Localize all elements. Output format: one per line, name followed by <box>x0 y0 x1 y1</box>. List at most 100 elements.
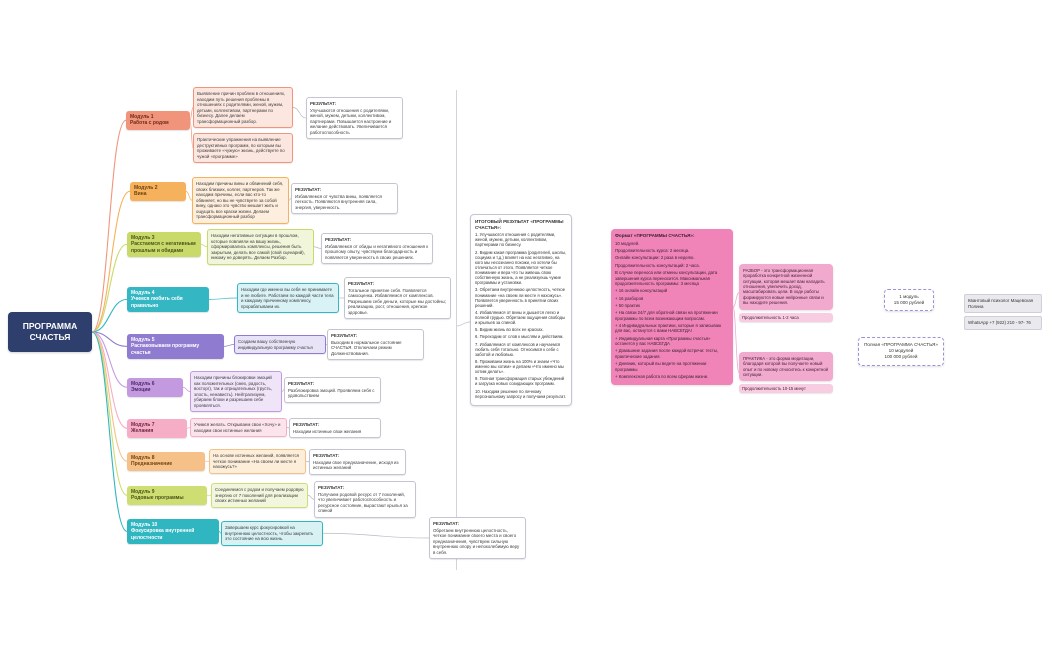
list-line: 5. Видим жизнь во всех ее красках. <box>475 327 544 333</box>
module-7-number: Модуль 7 <box>131 422 155 428</box>
module-7-description[interactable]: Учимся желать. Открываем свои «Хочу» и н… <box>190 418 287 437</box>
list-line: 8. Проживаем жизнь на 100% и знаем «Что … <box>475 358 564 375</box>
module-1-result-text: Улучшаются отношения с родителями, женой… <box>310 107 392 135</box>
connector-line <box>182 386 191 392</box>
connector-line <box>208 297 238 300</box>
module-5-description[interactable]: Создаем вашу собственную индивидуальную … <box>234 335 326 354</box>
module-10-description[interactable]: Завершаем курс фокусировкой на внутренню… <box>221 521 323 546</box>
module-3-number: Модуль 3 <box>131 235 155 241</box>
module-10-result[interactable]: РЕЗУЛЬТАТ: Обретаем внутреннюю целостнос… <box>429 517 526 559</box>
root-node[interactable]: ПРОГРАММА СЧАСТЬЯ <box>8 312 92 352</box>
module-10-topic: Фокусировка внутренней целостности <box>131 528 195 541</box>
module-5-result[interactable]: РЕЗУЛЬТАТ: Выходим в нормальное состояни… <box>327 329 424 360</box>
module-8-description[interactable]: На основе истинных желаний, появляется ч… <box>209 449 306 474</box>
praktika-card[interactable]: ПРАКТИКА - это форма медитации, благодар… <box>739 352 833 382</box>
module-5-number: Модуль 5 <box>131 337 155 343</box>
module-6-node[interactable]: Модуль 6 Эмоции <box>127 378 183 397</box>
module-8-number: Модуль 8 <box>131 455 155 461</box>
contact-name-card[interactable]: Квантовый психолог Мацевская Полина <box>964 294 1042 314</box>
module-9-result-text: Получаем родовой ресурс от 7 поколений, … <box>318 491 408 514</box>
list-line: Онлайн консультации: 2 раза в неделю. <box>615 255 695 261</box>
module-6-description[interactable]: Находим причины блокировки эмоций как по… <box>190 371 282 412</box>
price-full-modules: 10 модулей <box>888 348 914 354</box>
module-2-node[interactable]: Модуль 2 Вина <box>130 182 186 201</box>
connector-line <box>91 331 128 462</box>
praktika-duration-chip[interactable]: Продолжительность 10-15 минут <box>739 384 833 394</box>
module-2-result[interactable]: РЕЗУЛЬТАТ: Избавляемся от чувства вины, … <box>291 183 398 214</box>
contact-whatsapp-card[interactable]: WhatsApp +7 (922) 210 - 97- 76 <box>964 316 1042 331</box>
module-1-description-2[interactable]: Практические упражнения на выявление дес… <box>193 133 293 163</box>
module-8-node[interactable]: Модуль 8 Предназначение <box>127 452 205 471</box>
module-1-result[interactable]: РЕЗУЛЬТАТ: Улучшаются отношения с родите… <box>306 97 403 139</box>
price-full-amount: 100 000 рублей <box>884 354 918 360</box>
list-line: Продолжительность курса: 2 месяца. <box>615 248 690 254</box>
module-3-node[interactable]: Модуль 3 Расстаемся с негативным прошлым… <box>127 232 201 257</box>
list-line: 7. Избавляемся от комплексов и научаемся… <box>475 341 561 357</box>
list-line: 6. Переходим от слов к мыслям и действия… <box>475 334 564 340</box>
connector-line <box>91 331 128 429</box>
module-1-node[interactable]: Модуль 1 Работа с родом <box>126 111 190 130</box>
root-title: ПРОГРАММА СЧАСТЬЯ <box>22 321 78 342</box>
module-1-number: Модуль 1 <box>130 114 154 120</box>
module-6-result-text: Разблокировка эмоций. Проявляем себя с у… <box>288 387 375 399</box>
list-line: Продолжительность консультаций: 2 часа. <box>615 262 700 268</box>
final-result-card[interactable]: ИТОГОВЫЙ РЕЗУЛЬТАТ «ПРОГРАММЫ СЧАСТЬЯ»: … <box>470 214 572 406</box>
bracket-to-final-connector <box>456 321 471 327</box>
result-label: РЕЗУЛЬТАТ: <box>295 187 322 192</box>
list-line: 10. Находим решение по личному персональ… <box>475 388 566 399</box>
module-4-result[interactable]: РЕЗУЛЬТАТ: Тотальное принятие себя. Появ… <box>344 277 451 319</box>
praktika-group: ПРАКТИКА - это форма медитации, благодар… <box>739 352 833 394</box>
module-7-node[interactable]: Модуль 7 Желания <box>127 419 187 438</box>
razbor-group: РАЗБОР - это трансформационная проработк… <box>739 264 833 322</box>
format-title: Формат «ПРОГРАММЫ СЧАСТЬЯ»: <box>615 233 695 238</box>
razbor-card[interactable]: РАЗБОР - это трансформационная проработк… <box>739 264 833 310</box>
format-card[interactable]: Формат «ПРОГРАММЫ СЧАСТЬЯ»: 10 модулей. П… <box>611 229 733 386</box>
module-8-result[interactable]: РЕЗУЛЬТАТ: Находим свое предназначение, … <box>309 449 406 475</box>
razbor-duration-chip[interactable]: Продолжительность 1-2 часа <box>739 312 833 322</box>
module-9-description[interactable]: Соединяемся с родом и получаем родовую э… <box>211 483 308 508</box>
connector-line <box>91 331 128 532</box>
result-label: РЕЗУЛЬТАТ: <box>313 453 340 458</box>
module-9-topic: Родовые программы <box>131 495 184 502</box>
module-9-result[interactable]: РЕЗУЛЬТАТ: Получаем родовой ресурс от 7 … <box>314 481 416 518</box>
module-4-description[interactable]: Находим где именно вы себя не принимаете… <box>237 283 339 313</box>
module-3-description[interactable]: Находим негативные ситуации в прошлом, к… <box>207 229 314 265</box>
price-full-title: Полная «ПРОГРАММА СЧАСТЬЯ» <box>864 342 938 347</box>
connector-line <box>292 107 307 119</box>
connector-line <box>322 532 430 539</box>
module-6-number: Модуль 6 <box>131 381 155 387</box>
connector-line <box>223 344 235 347</box>
price-single-amount: 15 000 рублей <box>893 300 925 306</box>
module-1-description[interactable]: Выявление причин проблем в отношениях, н… <box>193 87 293 128</box>
list-line: + Домашние задания после каждой встречи:… <box>615 348 719 359</box>
result-label: РЕЗУЛЬТАТ: <box>318 485 345 490</box>
price-full-card[interactable]: Полная «ПРОГРАММА СЧАСТЬЯ» 10 модулей 10… <box>858 337 944 366</box>
module-3-result[interactable]: РЕЗУЛЬТАТ: Избавляемся от обиды и негати… <box>321 233 433 264</box>
module-1-topic: Работа с родом <box>130 120 169 127</box>
connector-line <box>313 246 322 249</box>
connector-line <box>91 119 127 333</box>
module-2-description[interactable]: Находим причины вины и обвинений себя, с… <box>192 177 289 224</box>
result-label: РЕЗУЛЬТАТ: <box>310 101 337 106</box>
module-10-node[interactable]: Модуль 10 Фокусировка внутренней целостн… <box>127 519 219 544</box>
connector-line <box>91 331 128 388</box>
module-3-result-text: Избавляемся от обиды и негативного отнош… <box>325 243 429 260</box>
module-5-node[interactable]: Модуль 5 Распаковываем программу счастья <box>127 334 224 359</box>
connector-line <box>91 331 128 347</box>
list-line: + 4 Индивидуальных практики, которые я з… <box>615 323 722 334</box>
module-9-number: Модуль 9 <box>131 489 155 495</box>
result-label: РЕЗУЛЬТАТ: <box>293 422 320 427</box>
list-line: + На связи 24/7 для обратной связи на пр… <box>615 310 718 321</box>
final-result-title: ИТОГОВЫЙ РЕЗУЛЬТАТ «ПРОГРАММЫ СЧАСТЬЯ»: <box>475 219 564 230</box>
module-6-result[interactable]: РЕЗУЛЬТАТ: Разблокировка эмоций. Проявля… <box>284 377 381 403</box>
list-line: 10 модулей. <box>615 240 640 246</box>
connector-line <box>91 243 128 333</box>
module-4-node[interactable]: Модуль 4 Учимся любить себя правильно <box>127 287 209 312</box>
module-9-node[interactable]: Модуль 9 Родовые программы <box>127 486 207 505</box>
module-2-topic: Вина <box>134 191 147 198</box>
module-7-result[interactable]: РЕЗУЛЬТАТ: Находим истинные свои желания <box>289 418 381 438</box>
module-8-result-text: Находим свое предназначение, исходя из и… <box>313 459 399 471</box>
price-single-card[interactable]: 1 модуль 15 000 рублей <box>884 289 934 312</box>
module-7-result-text: Находим истинные свои желания <box>293 428 362 434</box>
